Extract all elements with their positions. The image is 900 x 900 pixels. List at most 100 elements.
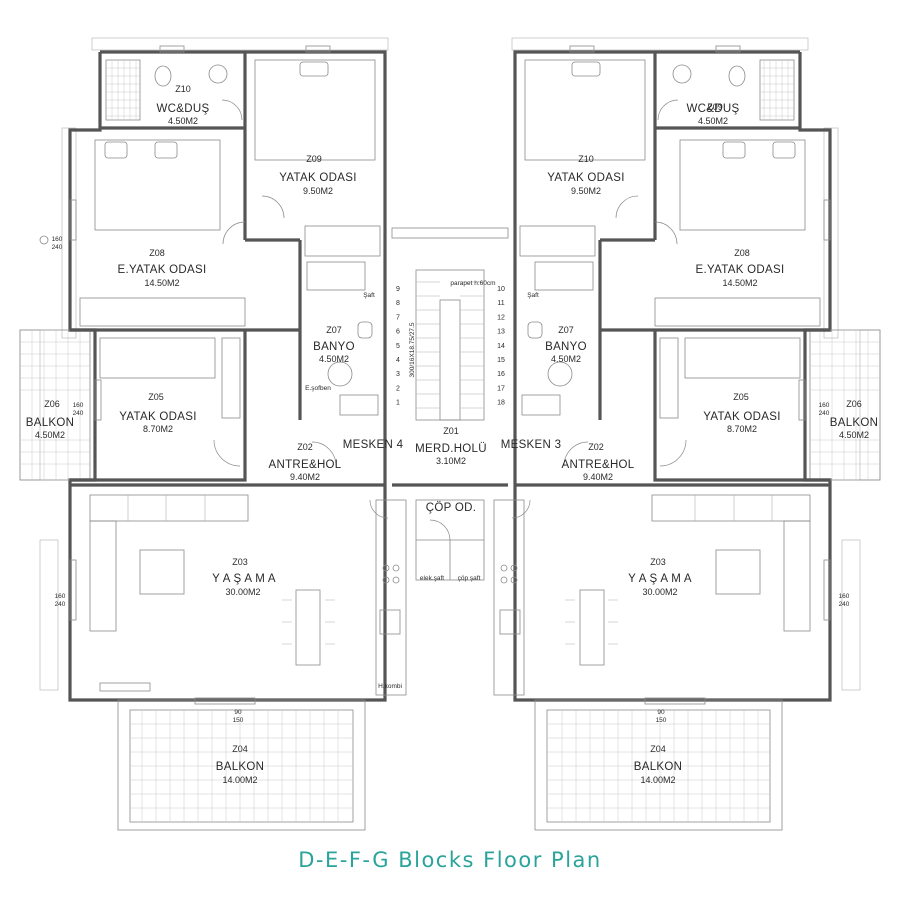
room-area-bedroom-2: 9.50M2 (303, 186, 333, 196)
window-size-top: 90 (234, 709, 242, 716)
stair-dimension: 300/16X18.75/27.5 (409, 322, 416, 377)
room-name-balcony-small: BALKON (26, 417, 74, 429)
room-name-bedroom-2: YATAK ODASI (279, 172, 356, 184)
room-code-balcony-small: Z06 (44, 399, 60, 409)
room-area-hall: 9.40M2 (583, 472, 613, 482)
core-labels: Z01 MERD.HOLÜ 3.10M2 ÇÖP OD. elek.şaft ç… (396, 280, 505, 582)
room-name-balcony-small: BALKON (830, 417, 878, 429)
window-size-top: 160 (819, 402, 830, 409)
stair-core (391, 227, 509, 581)
room-name-balcony-large: BALKON (216, 761, 264, 773)
room-code-master-bedroom: Z08 (734, 248, 750, 258)
room-area-bedroom-3: 8.70M2 (143, 424, 173, 434)
room-area-balcony-small: 4.50M2 (839, 430, 869, 440)
window-size-bottom: 240 (73, 410, 84, 417)
core-hall-area: 3.10M2 (436, 456, 466, 466)
parapet-note: parapet h:60cm (450, 280, 495, 287)
room-area-bathroom: 4.50M2 (551, 354, 581, 364)
window-size-bottom: 150 (233, 717, 244, 724)
room-name-wc: WC&DUŞ (157, 103, 210, 115)
room-code-bedroom-2: Z09 (306, 154, 322, 164)
balcony-z06-tiles (20, 330, 90, 480)
core-hall-name: MERD.HOLÜ (415, 443, 487, 455)
window-size-top: 160 (52, 236, 63, 243)
window-size-bottom: 240 (52, 244, 63, 251)
room-area-balcony-large: 14.00M2 (640, 775, 675, 785)
room-name-bedroom-3: YATAK ODASI (119, 411, 196, 423)
unit-name: MESKEN 4 (343, 439, 404, 451)
stair-step-number: 6 (396, 329, 400, 336)
room-area-hall: 9.40M2 (290, 472, 320, 482)
stair-step-number: 1 (396, 400, 400, 407)
stair-step-number: 18 (497, 400, 505, 407)
stair-step-number: 9 (396, 286, 400, 293)
room-code-hall: Z02 (588, 442, 604, 452)
stair-step-number: 8 (396, 300, 400, 307)
room-area-master-bedroom: 14.50M2 (722, 278, 757, 288)
elec-shaft-label: elek.şaft (420, 575, 444, 582)
stair-step-number: 5 (396, 343, 400, 350)
window-size-bottom: 150 (656, 717, 667, 724)
stair-step-number: 17 (497, 385, 505, 392)
shaft-note: Şaft (527, 292, 539, 299)
room-code-living: Z03 (650, 557, 666, 567)
room-code-living: Z03 (232, 557, 248, 567)
shaft-note: Şaft (363, 292, 375, 299)
stair-step-number: 11 (497, 300, 504, 307)
stair-step-number: 14 (497, 343, 505, 350)
stair-step-number: 3 (396, 371, 400, 378)
room-name-bedroom-2: YATAK ODASI (547, 172, 624, 184)
stair-step-number: 4 (396, 357, 400, 364)
stair-step-number: 16 (497, 371, 505, 378)
room-code-bedroom-3: Z05 (148, 392, 164, 402)
room-name-hall: ANTRE&HOL (269, 459, 342, 471)
left-unit (19, 37, 407, 831)
room-code-bedroom-3: Z05 (733, 392, 749, 402)
window-size-top: 90 (657, 709, 665, 716)
room-code-balcony-small: Z06 (846, 399, 862, 409)
room-name-master-bedroom: E.YATAK ODASI (118, 264, 207, 276)
plan-caption: D-E-F-G Blocks Floor Plan (298, 848, 602, 872)
room-area-wc: 4.50M2 (698, 116, 728, 126)
room-name-bedroom-3: YATAK ODASI (703, 411, 780, 423)
room-name-balcony-large: BALKON (634, 761, 682, 773)
core-hall-code: Z01 (443, 426, 459, 436)
room-code-bedroom-2: Z10 (578, 154, 594, 164)
window-size-top: 160 (839, 593, 850, 600)
stair-step-number: 2 (396, 385, 400, 392)
left-unit-labels: Z10 WC&DUŞ 4.50M2 Z09 YATAK ODASI 9.50M2… (26, 84, 404, 785)
stair-step-number: 7 (396, 314, 400, 321)
room-name-wc: WC&DUŞ (687, 103, 740, 115)
balcony-z04-tiles (130, 710, 353, 822)
right-unit-labels: Z09 WC&DUŞ 4.50M2 Z10 YATAK ODASI 9.50M2… (501, 102, 878, 785)
window-size-bottom: 240 (55, 601, 66, 608)
right-unit (493, 37, 881, 831)
window-size-bottom: 240 (839, 601, 850, 608)
room-code-hall: Z02 (297, 442, 313, 452)
boiler-note: H.kombi (378, 683, 402, 690)
room-area-living: 30.00M2 (642, 587, 677, 597)
room-name-bathroom: BANYO (313, 341, 355, 353)
stair-step-number: 15 (497, 357, 505, 364)
room-code-bathroom: Z07 (558, 325, 574, 335)
unit-name: MESKEN 3 (501, 439, 562, 451)
room-code-wc: Z10 (175, 84, 191, 94)
stair-numbers-left: 9 8 7 6 5 4 3 2 1 (396, 286, 400, 407)
room-area-living: 30.00M2 (225, 587, 260, 597)
room-area-wc: 4.50M2 (168, 116, 198, 126)
heater-note: E.şofben (305, 385, 331, 392)
window-size-top: 160 (73, 402, 84, 409)
room-name-living: Y A Ş A M A (628, 573, 692, 585)
window-size-bottom: 240 (819, 410, 830, 417)
room-name-bathroom: BANYO (545, 341, 587, 353)
garbage-shaft-label: çöp şaft (458, 575, 481, 582)
room-area-balcony-small: 4.50M2 (35, 430, 65, 440)
room-name-living: Y A Ş A M A (212, 573, 276, 585)
room-code-balcony-large: Z04 (232, 744, 248, 754)
room-area-bedroom-2: 9.50M2 (571, 186, 601, 196)
room-area-master-bedroom: 14.50M2 (144, 278, 179, 288)
floor-plan-drawing: Z10 WC&DUŞ 4.50M2 Z09 YATAK ODASI 9.50M2… (19, 37, 881, 831)
room-code-wc: Z09 (707, 102, 723, 112)
room-code-balcony-large: Z04 (650, 744, 666, 754)
